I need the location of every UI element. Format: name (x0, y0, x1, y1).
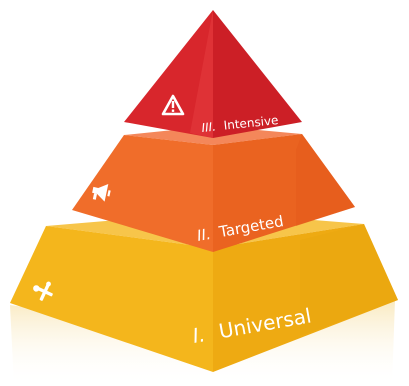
tier-targeted (72, 126, 355, 252)
tier-intensive-highlight (190, 10, 213, 138)
tier-intensive-left-face (124, 10, 213, 138)
wrench-screwdriver-icon (33, 281, 53, 301)
tier-targeted-right-shade (296, 134, 355, 226)
tier-intensive-right-face (213, 10, 302, 138)
megaphone-icon (92, 183, 111, 202)
tier-intensive-label: III. Intensive (201, 113, 279, 135)
tier-universal-left-face (10, 226, 213, 372)
tier-universal-right-shade (300, 224, 398, 336)
warning-triangle-icon (161, 94, 185, 116)
tier-intensive (124, 10, 302, 138)
tier-targeted-numeral: II. (196, 225, 213, 245)
tier-intensive-name: Intensive (223, 113, 279, 133)
tier-intensive-numeral: III. (201, 120, 217, 135)
tier-universal-numeral: I. (191, 322, 207, 348)
tier-targeted-left-face (72, 135, 213, 252)
